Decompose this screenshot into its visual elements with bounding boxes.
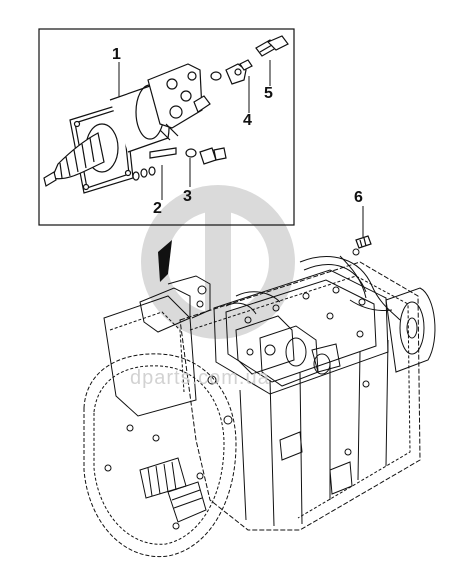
callout-4: 4 [243, 112, 252, 129]
assembly-arrow [158, 240, 172, 282]
fitting-part-6 [355, 235, 372, 249]
watermark-logo [141, 185, 295, 339]
watermark-text: dparts.com.ua [130, 367, 270, 389]
callout-1: 1 [112, 46, 121, 63]
fitting-part-3 [185, 147, 227, 165]
leader-lines [118, 60, 364, 237]
callout-5: 5 [264, 85, 273, 102]
elbow-connector-part-4 [210, 59, 253, 85]
clutch-servo-part-1 [43, 63, 211, 194]
gearbox-assembly [83, 248, 436, 558]
callout-3: 3 [183, 188, 192, 205]
callout-2: 2 [153, 200, 162, 217]
inset-panel [38, 28, 295, 226]
banjo-bolt-part-5 [255, 35, 289, 57]
callout-6: 6 [354, 189, 363, 206]
